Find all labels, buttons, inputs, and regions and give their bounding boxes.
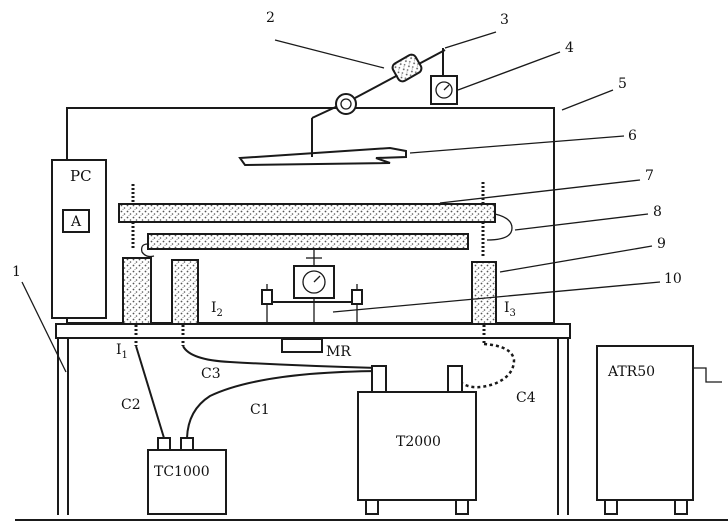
tc1000-label: TC1000	[154, 464, 210, 480]
callout-5: 5	[618, 76, 627, 92]
center-gauge-needle	[313, 275, 321, 283]
pc-label: PC	[70, 167, 92, 185]
leader-3	[444, 31, 497, 49]
atr50-cable	[693, 367, 722, 383]
callout-10: 10	[664, 271, 682, 287]
pivot-inner	[340, 98, 352, 110]
callout-3: 3	[500, 12, 509, 28]
leader-5	[561, 89, 614, 111]
cable-c1	[186, 370, 381, 439]
leader-4	[457, 51, 561, 91]
label-i3: I3	[504, 300, 516, 319]
atr50-wheel-left	[604, 499, 618, 515]
t2000-wheel-left	[365, 499, 379, 515]
label-c2: C2	[121, 397, 141, 413]
callout-2: 2	[266, 10, 275, 26]
center-gauge-dial	[302, 270, 326, 294]
callout-9: 9	[657, 236, 666, 252]
label-c1: C1	[250, 402, 270, 418]
atr50-wheel-right	[674, 499, 688, 515]
atr50-label: ATR50	[607, 364, 655, 380]
cable-c3	[182, 345, 379, 369]
tc1000-port-1	[157, 437, 171, 451]
callout-1: 1	[12, 264, 21, 280]
label-i2: I2	[211, 300, 223, 319]
t2000-unit	[357, 391, 477, 501]
t2000-wheel-right	[455, 499, 469, 515]
lower-slab	[147, 233, 469, 250]
label-i1: I1	[116, 342, 128, 361]
label-c4: C4	[516, 390, 536, 406]
leader-6	[409, 135, 625, 154]
top-plate	[238, 146, 407, 167]
label-c3: C3	[201, 366, 221, 382]
pc-a-box	[62, 209, 90, 233]
leader-10	[332, 281, 661, 313]
leader-9	[499, 245, 653, 273]
gauge-4-dial	[435, 81, 453, 99]
tc1000-unit	[147, 449, 227, 515]
clamp-left	[261, 289, 273, 305]
gauge-4-needle	[443, 84, 450, 91]
clamp-right	[351, 289, 363, 305]
counterweight	[391, 53, 423, 83]
tc1000-port-2	[180, 437, 194, 451]
insulation-block-1	[122, 257, 152, 325]
loop-wire-left	[140, 243, 155, 258]
pc-unit	[51, 159, 107, 319]
cable-c2	[135, 345, 165, 439]
callout-6: 6	[628, 128, 637, 144]
leader-8	[514, 213, 649, 231]
pc-a-label: A	[70, 214, 82, 230]
leader-2	[274, 39, 385, 69]
mr-sensor	[281, 338, 323, 353]
leader-1	[21, 281, 67, 373]
arm-rod-short	[311, 104, 341, 119]
atr50-unit	[596, 345, 694, 501]
mr-label: MR	[326, 344, 351, 360]
pivot-outer	[335, 93, 357, 115]
insulation-block-2	[171, 259, 199, 325]
upper-slab	[118, 203, 496, 223]
insulation-block-3	[471, 261, 497, 325]
callout-8: 8	[653, 204, 662, 220]
loop-wire-right	[486, 213, 513, 241]
t2000-port-left	[371, 365, 387, 393]
callout-7: 7	[645, 168, 654, 184]
callout-4: 4	[565, 40, 574, 56]
bench-top	[55, 323, 571, 339]
cable-c4	[457, 342, 516, 389]
t2000-port-right	[447, 365, 463, 393]
leader-7	[439, 179, 641, 204]
t2000-label: T2000	[396, 434, 441, 450]
